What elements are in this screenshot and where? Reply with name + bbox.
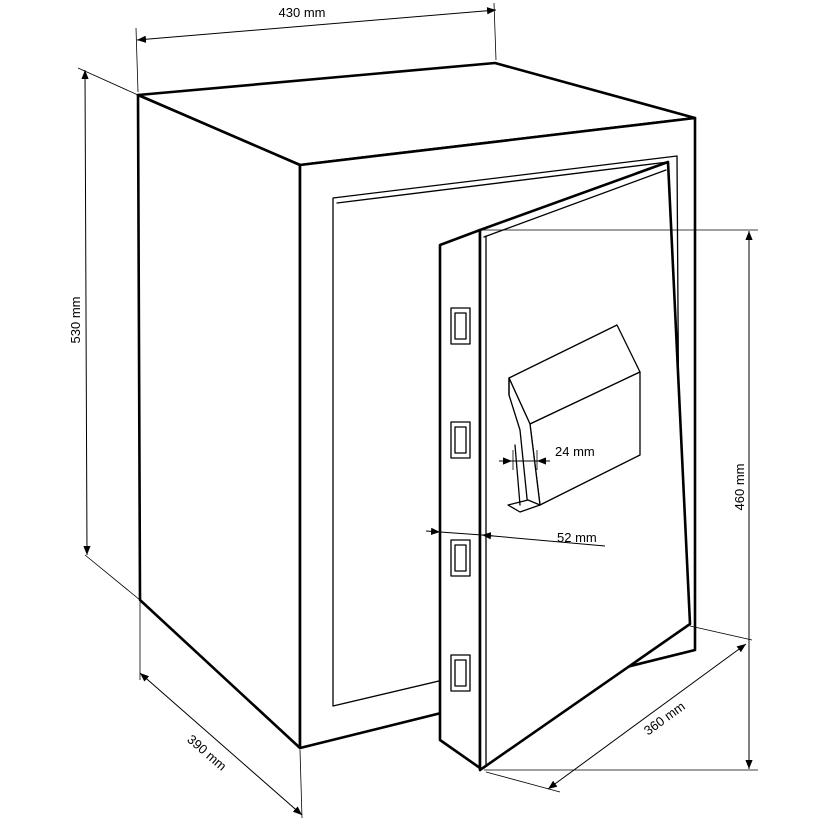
- bolt-3: [450, 539, 471, 577]
- handle-width-label: 24 mm: [555, 444, 595, 459]
- bolt-1: [450, 307, 471, 345]
- thickness-dimension: 52 mm: [425, 527, 606, 547]
- bolt-4: [450, 654, 471, 692]
- bolt-3-inner: [454, 544, 467, 572]
- bolt-4-inner: [454, 659, 467, 687]
- door-width-label: 360 mm: [641, 698, 688, 738]
- bolt-2: [450, 421, 471, 459]
- handle-dimension: 24 mm: [499, 444, 595, 470]
- height-label: 530 mm: [68, 297, 83, 344]
- safe-door: [438, 160, 692, 772]
- door-handle: [507, 324, 641, 513]
- handle-foot: [507, 499, 541, 513]
- door-height-label: 460 mm: [732, 464, 747, 511]
- safe-left-side: [136, 93, 302, 750]
- depth-label: 390 mm: [184, 732, 229, 774]
- height-dimension: 530 mm: [68, 67, 141, 601]
- handle-stem: [514, 444, 521, 506]
- locking-bolts: [450, 307, 471, 692]
- bolt-2-inner: [454, 426, 467, 454]
- width-label: 430 mm: [279, 5, 326, 20]
- door-top-bevel: [483, 169, 667, 238]
- bolt-1-inner: [454, 312, 467, 340]
- width-dimension: 430 mm: [135, 2, 497, 93]
- door-thickness-label: 52 mm: [557, 530, 597, 545]
- door-frame-inner-top: [336, 161, 669, 204]
